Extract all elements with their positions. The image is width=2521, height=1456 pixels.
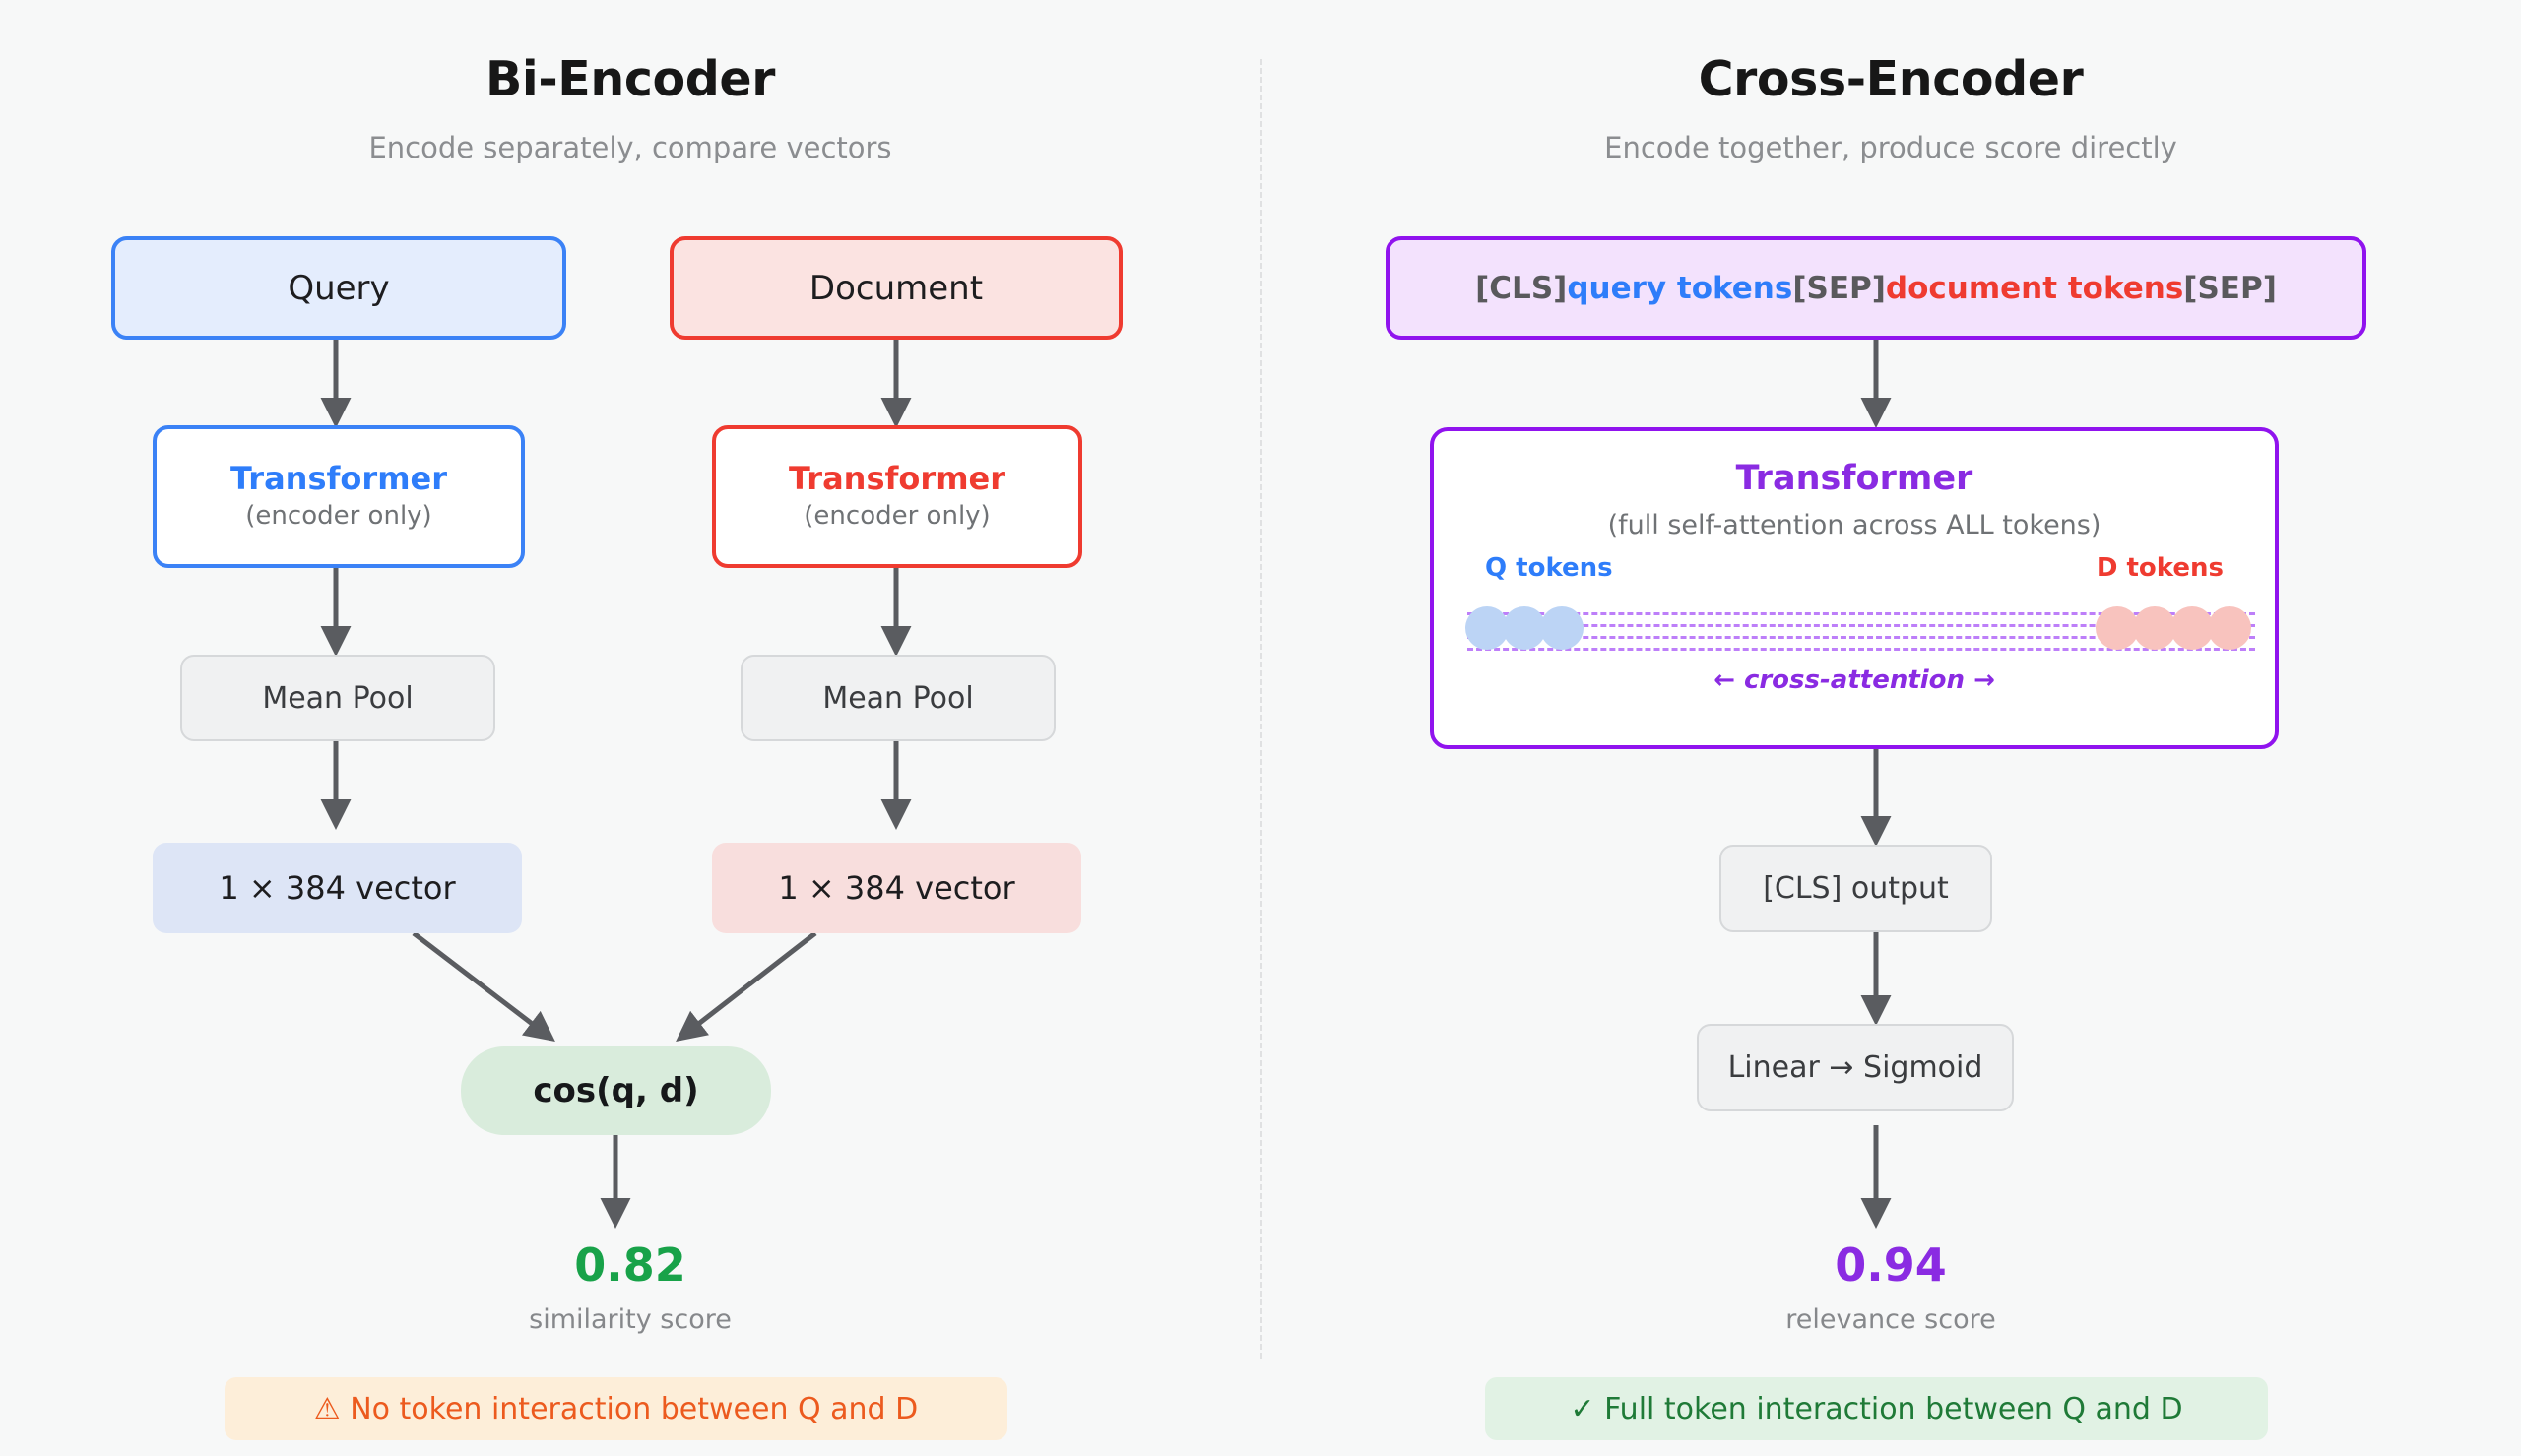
bi-encoder-title: Bi-Encoder bbox=[485, 51, 776, 107]
cross-attention-visual bbox=[1459, 601, 2257, 656]
attention-line bbox=[1467, 636, 2255, 639]
linear-sigmoid-box[interactable]: Linear → Sigmoid bbox=[1697, 1024, 2014, 1111]
bi-encoder-panel: Bi-Encoder Encode separately, compare ve… bbox=[0, 0, 1260, 1456]
cosine-similarity-node[interactable]: cos(q, d) bbox=[461, 1046, 771, 1135]
relevance-score-label: relevance score bbox=[1785, 1304, 1996, 1335]
full-token-interaction-text: ✓ Full token interaction between Q and D bbox=[1570, 1391, 2183, 1426]
cross-encoder-subtitle: Encode together, produce score directly bbox=[1604, 131, 2177, 164]
cross-transformer-title: Transformer bbox=[1735, 459, 1973, 498]
document-encoder-subtitle: (encoder only) bbox=[804, 501, 991, 532]
token-chunk-2: [SEP] bbox=[1792, 270, 1886, 306]
cosine-similarity-label: cos(q, d) bbox=[533, 1071, 699, 1110]
q-token-dot bbox=[1540, 606, 1584, 650]
no-token-interaction-banner: ⚠ No token interaction between Q and D bbox=[225, 1377, 1007, 1440]
query-input-box[interactable]: Query bbox=[111, 236, 566, 340]
similarity-score-value: 0.82 bbox=[574, 1238, 686, 1292]
q-token-dot bbox=[1503, 606, 1546, 650]
token-chunk-3: document tokens bbox=[1885, 270, 2184, 306]
d-token-dot bbox=[2096, 606, 2139, 650]
document-encoder-box[interactable]: Transformer (encoder only) bbox=[712, 425, 1082, 568]
attention-line bbox=[1467, 624, 2255, 627]
query-mean-pool-label: Mean Pool bbox=[262, 680, 414, 716]
token-chunk-0: [CLS] bbox=[1475, 270, 1568, 306]
q-tokens-label: Q tokens bbox=[1485, 553, 1613, 583]
no-token-interaction-text: ⚠ No token interaction between Q and D bbox=[313, 1391, 919, 1426]
d-tokens-label: D tokens bbox=[2096, 553, 2224, 583]
linear-sigmoid-label: Linear → Sigmoid bbox=[1727, 1050, 1983, 1085]
query-encoder-title: Transformer bbox=[229, 459, 448, 497]
d-token-dot bbox=[2170, 606, 2214, 650]
document-input-box[interactable]: Document bbox=[670, 236, 1123, 340]
query-input-label: Query bbox=[288, 268, 390, 308]
token-sequence-box[interactable]: [CLS]query tokens[SEP]document tokens[SE… bbox=[1386, 236, 2366, 340]
panel-divider bbox=[1260, 59, 1262, 1359]
similarity-score-label: similarity score bbox=[529, 1304, 732, 1335]
q-token-dot bbox=[1465, 606, 1509, 650]
query-vector-label: 1 × 384 vector bbox=[219, 869, 456, 907]
cls-output-label: [CLS] output bbox=[1763, 871, 1949, 906]
token-chunk-1: query tokens bbox=[1567, 270, 1793, 306]
cross-attention-label: ← cross-attention → bbox=[1713, 665, 1995, 695]
attention-line bbox=[1467, 612, 2255, 615]
cross-encoder-panel: Cross-Encoder Encode together, produce s… bbox=[1260, 0, 2521, 1456]
full-token-interaction-banner: ✓ Full token interaction between Q and D bbox=[1485, 1377, 2268, 1440]
cross-transformer-box[interactable]: Transformer (full self-attention across … bbox=[1430, 427, 2279, 749]
cross-encoder-title: Cross-Encoder bbox=[1698, 51, 2084, 107]
query-mean-pool-box[interactable]: Mean Pool bbox=[180, 655, 495, 741]
document-vector-label: 1 × 384 vector bbox=[778, 869, 1015, 907]
cls-output-box[interactable]: [CLS] output bbox=[1719, 845, 1992, 932]
document-mean-pool-label: Mean Pool bbox=[822, 680, 974, 716]
query-vector-box[interactable]: 1 × 384 vector bbox=[153, 843, 522, 933]
token-sequence-text: [CLS]query tokens[SEP]document tokens[SE… bbox=[1475, 271, 2277, 306]
document-input-label: Document bbox=[808, 268, 984, 308]
d-token-dot bbox=[2133, 606, 2176, 650]
query-encoder-subtitle: (encoder only) bbox=[245, 501, 432, 532]
relevance-score-value: 0.94 bbox=[1835, 1238, 1947, 1292]
token-chunk-4: [SEP] bbox=[2183, 270, 2277, 306]
document-encoder-title: Transformer bbox=[788, 459, 1006, 497]
cross-transformer-subtitle: (full self-attention across ALL tokens) bbox=[1607, 510, 2101, 540]
document-mean-pool-box[interactable]: Mean Pool bbox=[741, 655, 1056, 741]
query-encoder-box[interactable]: Transformer (encoder only) bbox=[153, 425, 525, 568]
attention-line bbox=[1467, 648, 2255, 651]
document-vector-box[interactable]: 1 × 384 vector bbox=[712, 843, 1081, 933]
d-token-dot bbox=[2208, 606, 2251, 650]
bi-encoder-subtitle: Encode separately, compare vectors bbox=[368, 131, 892, 164]
